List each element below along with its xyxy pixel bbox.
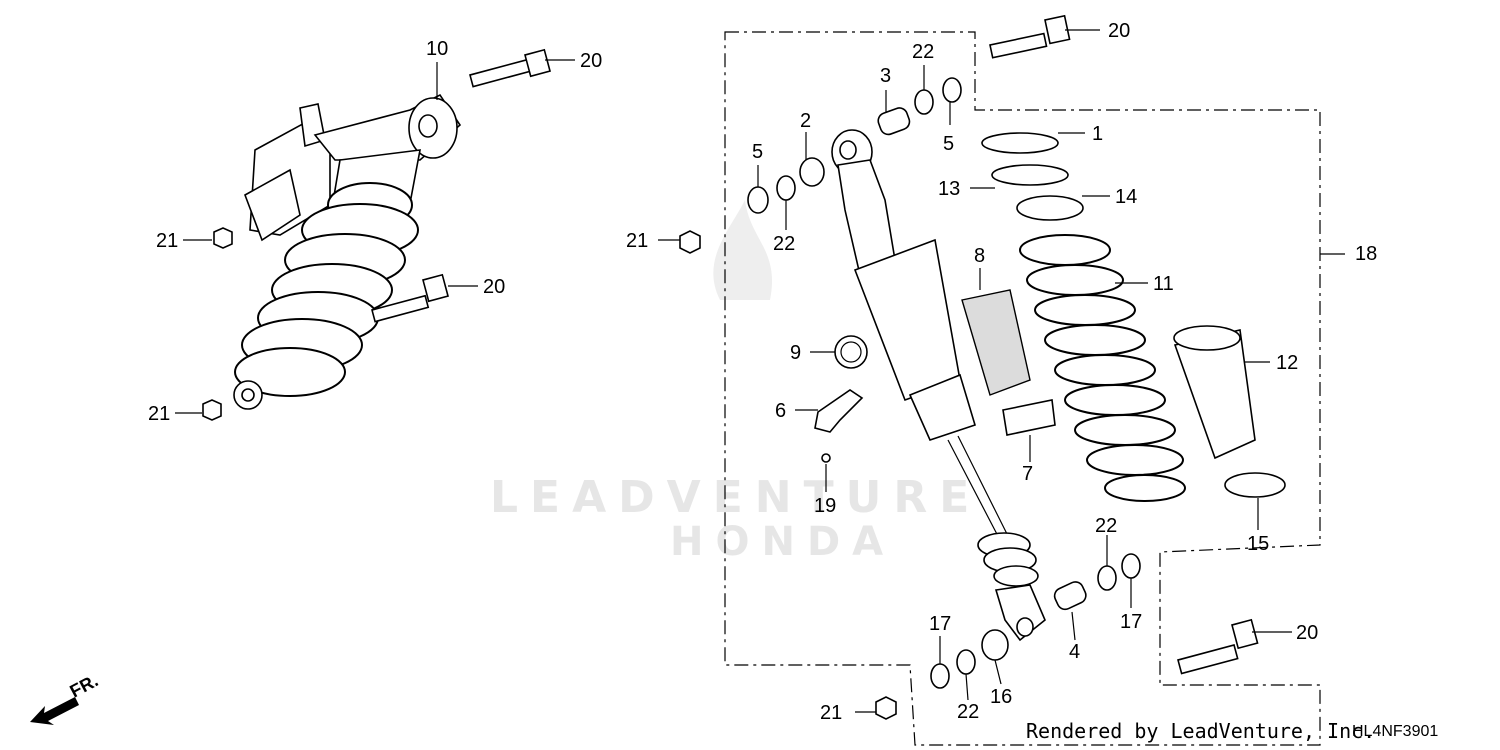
leader-lines xyxy=(175,29,1345,713)
callout-8: 8 xyxy=(974,245,985,267)
callout-20: 20 xyxy=(580,50,602,72)
collar-4 xyxy=(1053,581,1087,611)
callout-4: 4 xyxy=(1069,641,1080,663)
exploded-parts xyxy=(679,14,1286,720)
spring-seat-15 xyxy=(1224,472,1286,498)
nut-21d xyxy=(875,696,897,720)
ring-7 xyxy=(1002,399,1056,436)
callout-15: 15 xyxy=(1247,533,1269,555)
callout-14: 14 xyxy=(1115,186,1137,208)
callout-21: 21 xyxy=(626,230,648,252)
callout-20: 20 xyxy=(483,276,505,298)
callout-1: 1 xyxy=(1092,123,1103,145)
callouts: 10 20 20 21 21 20 3 22 5 2 5 22 21 1 13 … xyxy=(148,20,1377,724)
callout-5: 5 xyxy=(752,141,763,163)
callout-2: 2 xyxy=(800,110,811,132)
bolt-20a xyxy=(469,48,551,88)
callout-18: 18 xyxy=(1355,243,1377,265)
callout-17: 17 xyxy=(1120,611,1142,633)
nut-21c xyxy=(679,230,701,254)
callout-21: 21 xyxy=(820,702,842,724)
callout-16: 16 xyxy=(990,686,1012,708)
assembly-boundary xyxy=(724,31,1321,746)
callout-3: 3 xyxy=(880,65,891,87)
callout-20: 20 xyxy=(1108,20,1130,42)
o-ring-9 xyxy=(834,335,868,369)
collar-3 xyxy=(877,107,911,136)
callout-19: 19 xyxy=(814,495,836,517)
callout-22: 22 xyxy=(957,701,979,723)
callout-17: 17 xyxy=(929,613,951,635)
assembled-spring xyxy=(234,182,419,397)
callout-10: 10 xyxy=(426,38,448,60)
bolt-20d xyxy=(1177,618,1259,675)
callout-5: 5 xyxy=(943,133,954,155)
callout-13: 13 xyxy=(938,178,960,200)
callout-6: 6 xyxy=(775,400,786,422)
direction-label: FR. xyxy=(66,670,101,701)
front-direction-indicator: FR. xyxy=(30,670,101,725)
callout-9: 9 xyxy=(790,342,801,364)
arrow-icon xyxy=(30,697,79,725)
bolt-20b xyxy=(371,273,449,323)
callout-21: 21 xyxy=(156,230,178,252)
callout-22: 22 xyxy=(912,41,934,63)
damper xyxy=(831,129,1046,642)
clip-19 xyxy=(821,453,831,463)
callout-11: 11 xyxy=(1153,273,1174,295)
assembled-shock xyxy=(202,48,551,421)
nut-21a xyxy=(213,227,233,249)
diagram-code: HL4NF3901 xyxy=(1352,723,1438,740)
locknut-1 xyxy=(981,132,1059,154)
adjuster-6 xyxy=(814,389,864,433)
bump-rubber-8 xyxy=(961,289,1031,396)
callout-21: 21 xyxy=(148,403,170,425)
callout-7: 7 xyxy=(1022,463,1033,485)
watermark-make: HONDA xyxy=(670,519,895,565)
bolt-20c xyxy=(989,14,1071,59)
watermark-brand: LEADVENTURE xyxy=(490,472,981,523)
locknut-13 xyxy=(991,164,1069,186)
nut-21b xyxy=(202,399,222,421)
spring-11 xyxy=(1019,234,1186,502)
callout-22: 22 xyxy=(1095,515,1117,537)
callout-20: 20 xyxy=(1296,622,1318,644)
rendered-by-credit: Rendered by LeadVenture, Inc. xyxy=(1026,719,1375,743)
bearing-16 xyxy=(981,629,1009,661)
watermark: LEADVENTURE HONDA xyxy=(490,200,981,565)
callout-12: 12 xyxy=(1276,352,1298,374)
seat-14 xyxy=(1016,195,1084,221)
callout-22: 22 xyxy=(773,233,795,255)
